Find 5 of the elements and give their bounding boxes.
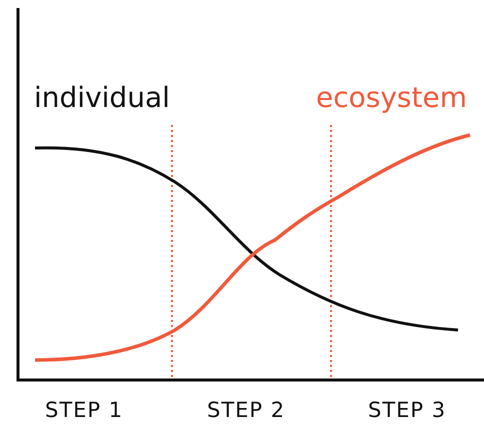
- axis-label: STEP 2: [207, 398, 286, 422]
- curve-label: individual: [34, 82, 170, 114]
- axis-label: STEP 3: [368, 398, 446, 422]
- curve-label: ecosystem: [316, 82, 467, 114]
- axis-label: STEP 1: [45, 398, 124, 422]
